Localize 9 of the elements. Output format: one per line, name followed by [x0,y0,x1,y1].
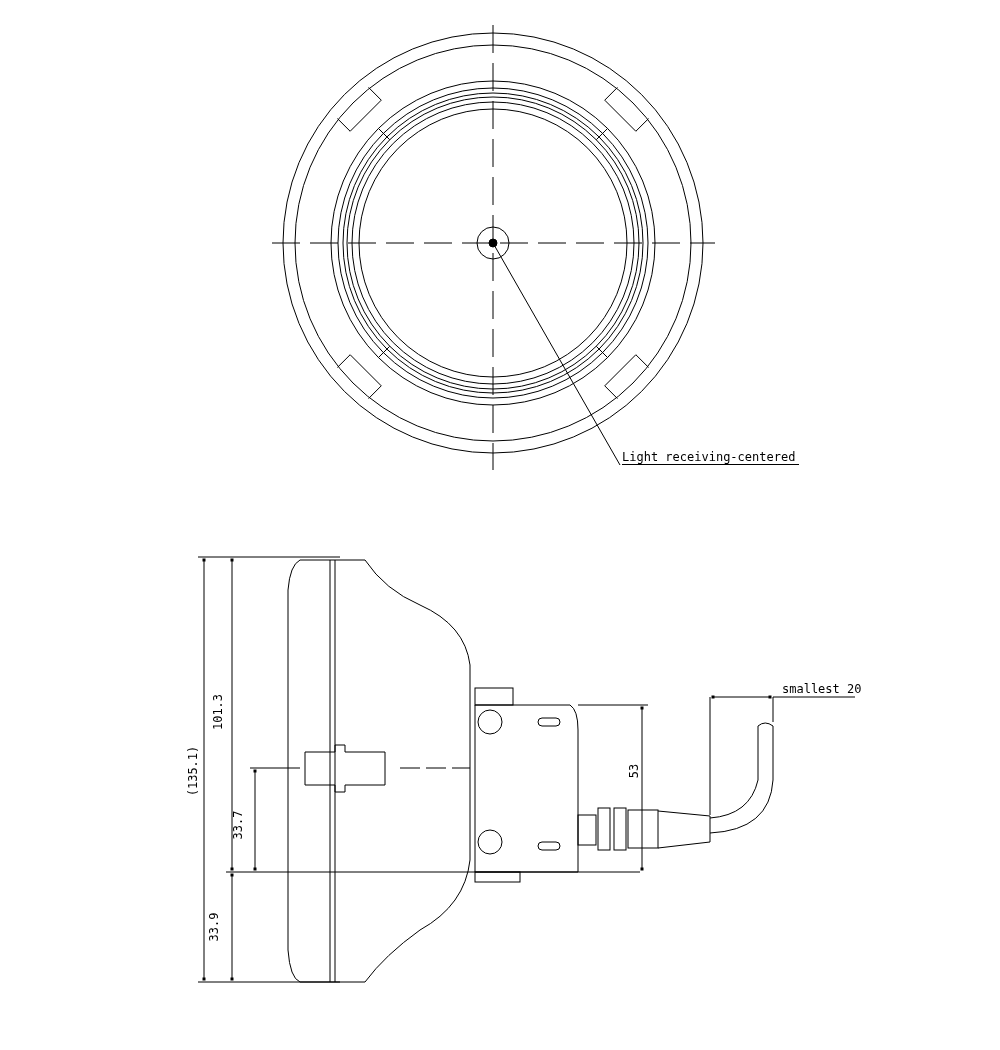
dimension-label: 53 [627,763,642,779]
dimension-label: 33.7 [231,810,246,840]
dimension-label: smallest 20 [782,682,862,696]
dimension-label: 33.9 [207,912,222,942]
callout-label: Light receiving-centered [622,450,800,465]
dimension-label: (135.1) [186,745,201,797]
dimension-label: 101.3 [211,693,226,731]
center-point [488,238,498,248]
leader-line [494,245,621,466]
